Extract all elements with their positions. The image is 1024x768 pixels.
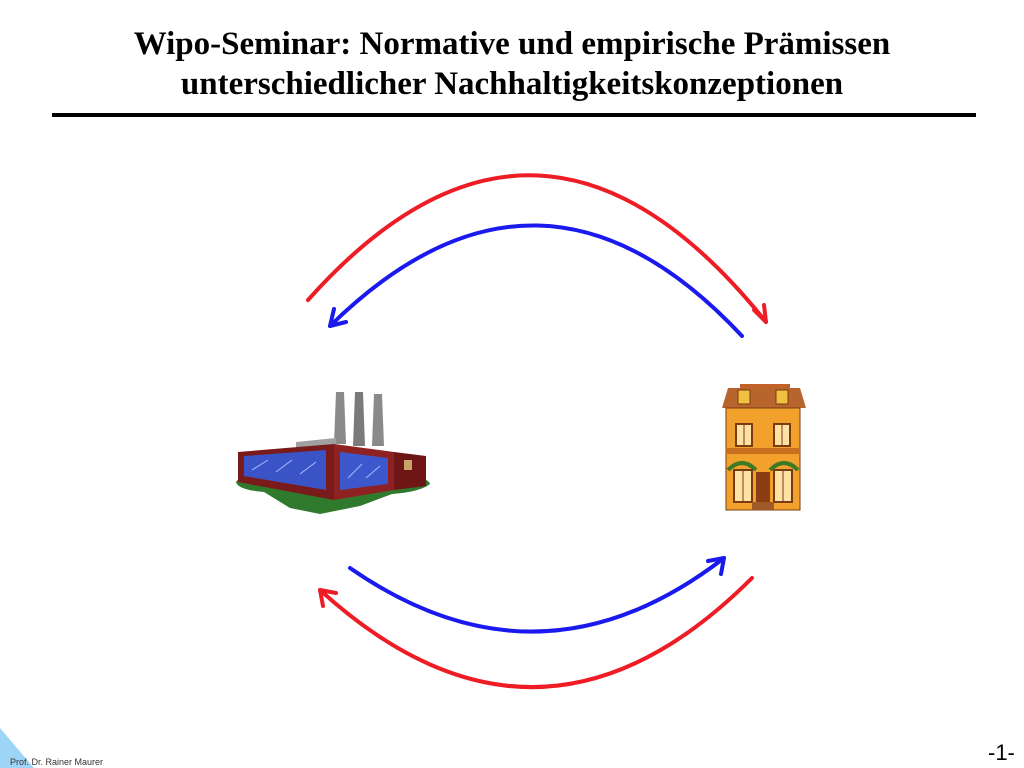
top-blue-arrow bbox=[328, 223, 744, 338]
title-line-2: unterschiedlicher Nachhaltigkeitskonzept… bbox=[180, 66, 844, 102]
factory-icon bbox=[236, 392, 430, 514]
page-number: -1- bbox=[988, 740, 1015, 765]
bottom-red-arrowhead bbox=[318, 588, 338, 608]
corner-accent-shape bbox=[0, 728, 34, 768]
slide-title: Wipo-Seminar: Normative und empirische P… bbox=[40, 24, 984, 104]
house-icon bbox=[722, 384, 806, 511]
top-red-arrowhead bbox=[752, 303, 768, 324]
bottom-blue-arrow bbox=[348, 556, 726, 634]
title-divider bbox=[52, 113, 976, 117]
top-red-arrow bbox=[306, 173, 768, 324]
bottom-blue-arrowhead bbox=[706, 556, 726, 576]
top-blue-arrowhead bbox=[328, 307, 348, 328]
author-footer: Prof. Dr. Rainer Maurer bbox=[10, 757, 104, 767]
bottom-red-arrow bbox=[318, 576, 754, 689]
title-line-1: Wipo-Seminar: Normative und empirische P… bbox=[133, 26, 891, 62]
